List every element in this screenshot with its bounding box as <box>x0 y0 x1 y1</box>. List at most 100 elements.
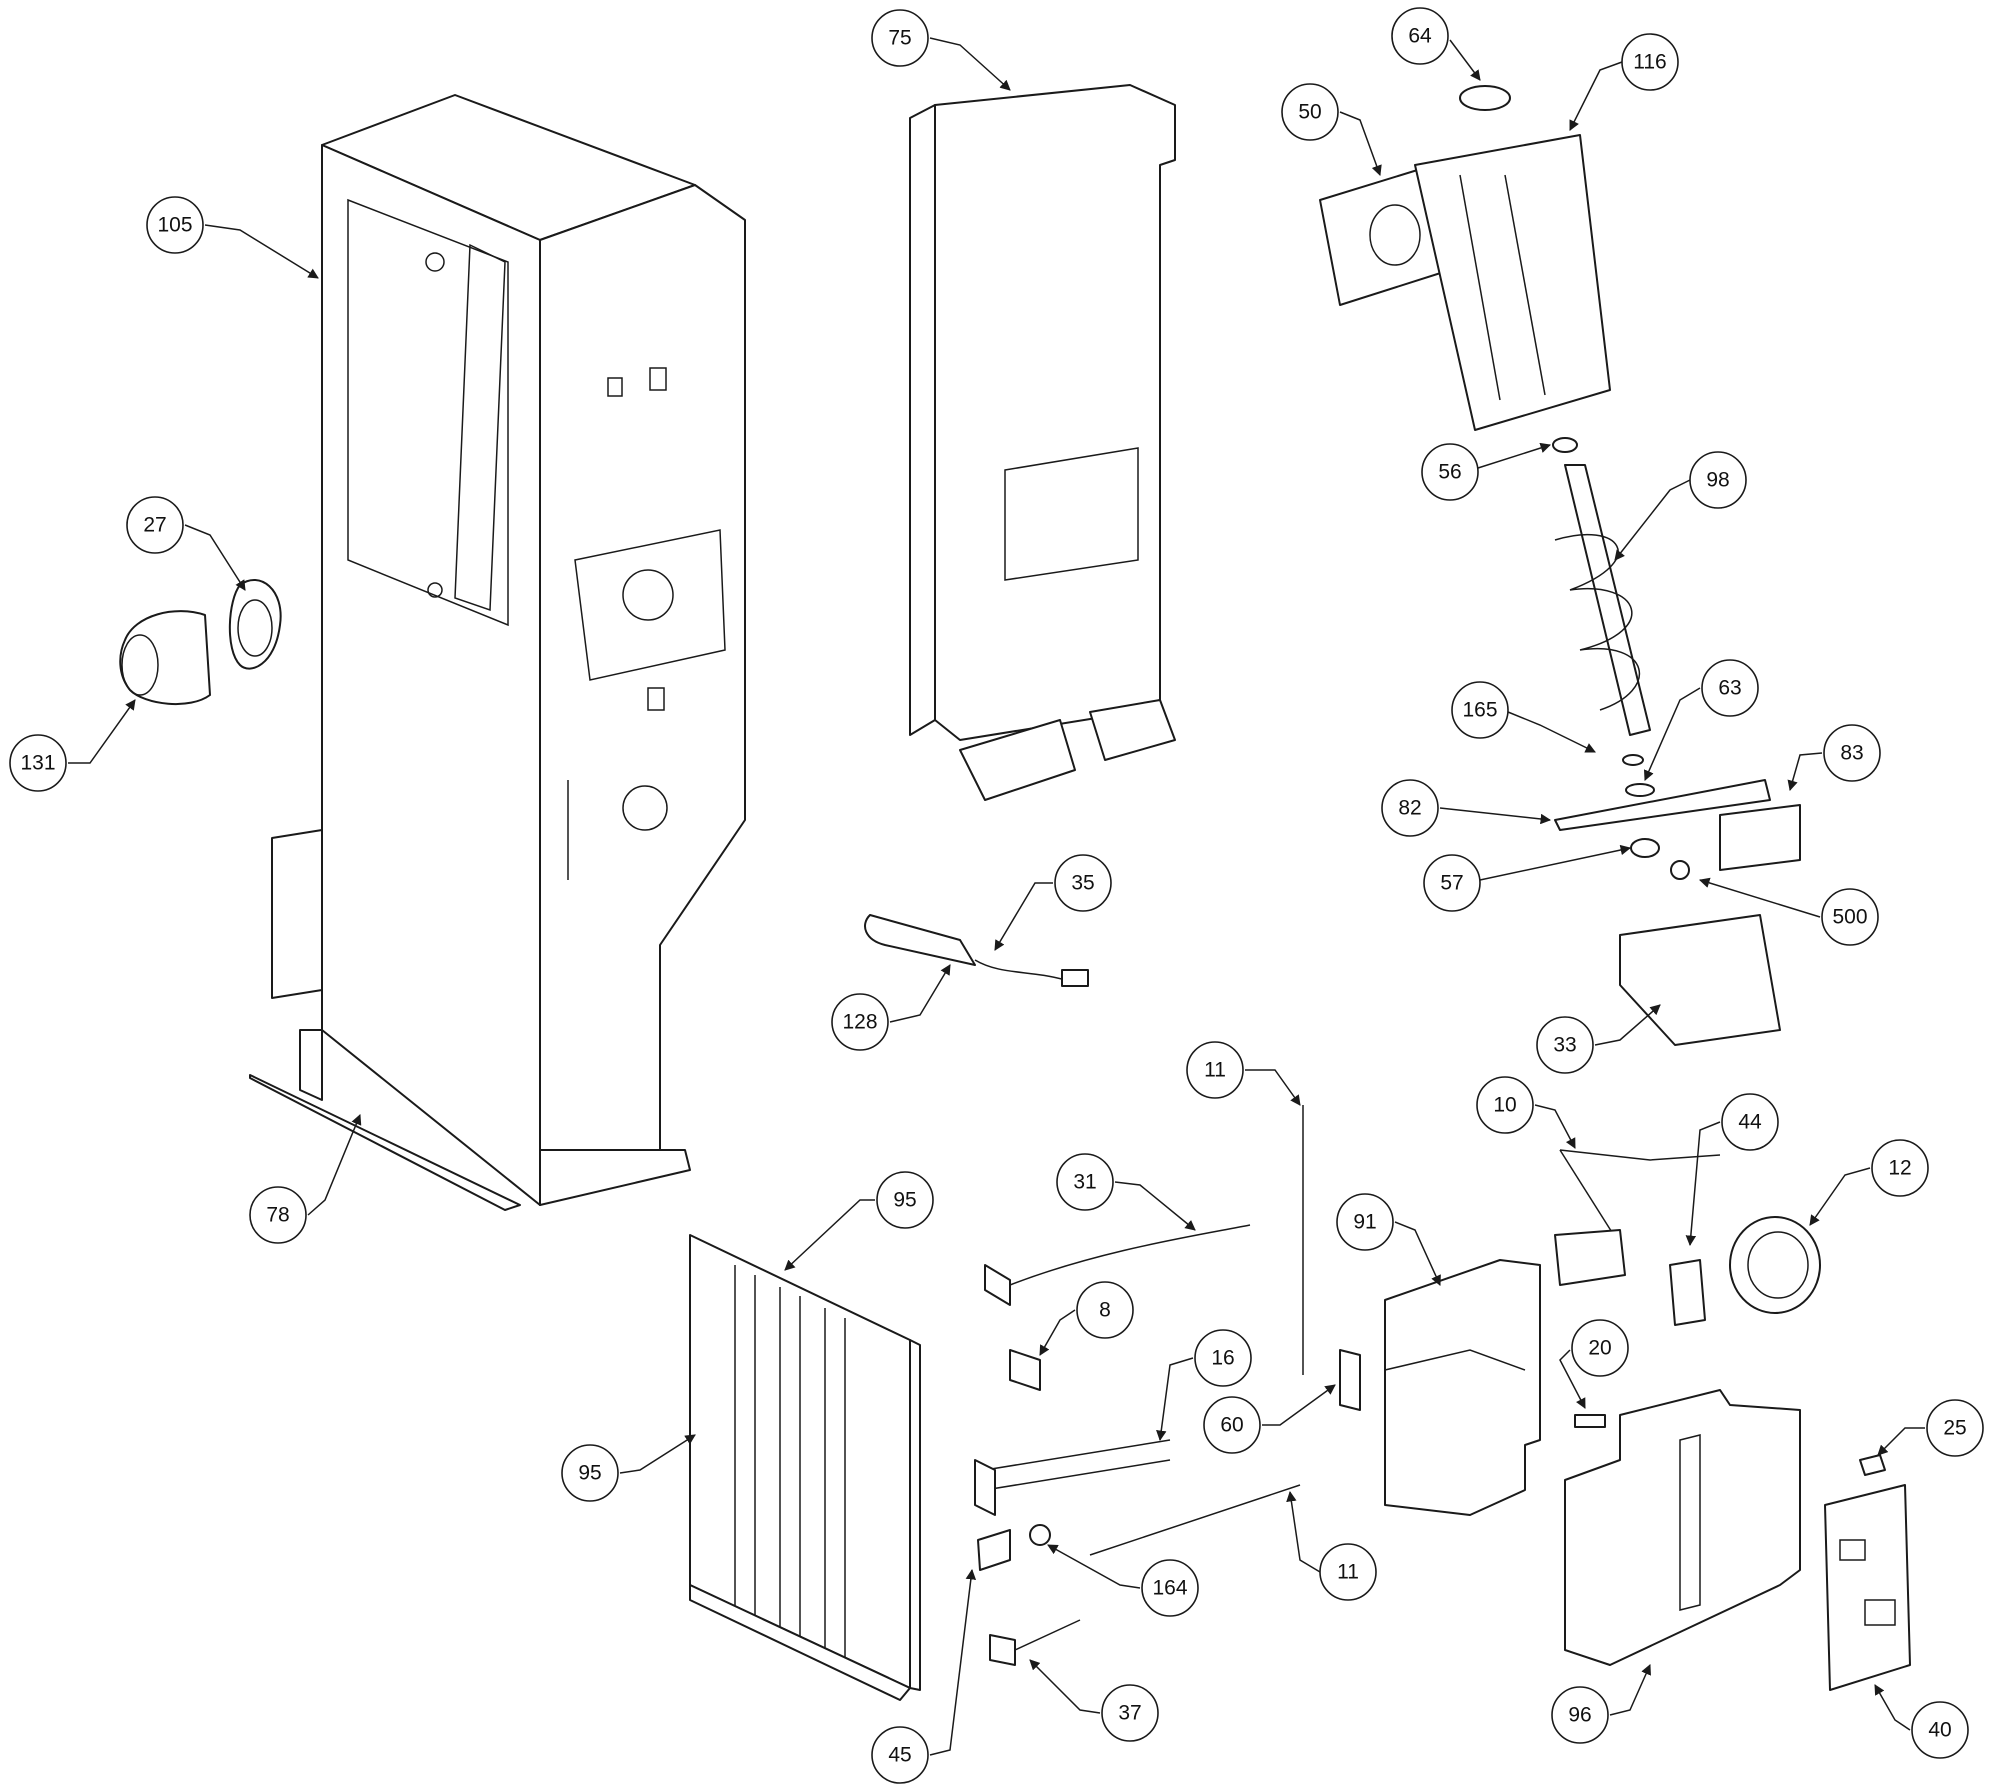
louver-panel <box>689 1234 921 1701</box>
callout-c63: 63 <box>1643 659 1759 781</box>
callout-circle <box>1054 854 1112 912</box>
callout-c95b: 95 <box>561 1434 696 1502</box>
leader-line <box>929 37 1011 91</box>
floor-strip <box>249 1074 521 1211</box>
callout-circle <box>1451 681 1509 739</box>
callout-c44: 44 <box>1685 1093 1779 1247</box>
callout-c11a: 11 <box>1186 1041 1301 1106</box>
leader-line <box>184 524 246 591</box>
callout-number: 50 <box>1298 101 1321 124</box>
callout-circle <box>146 196 204 254</box>
leader-line <box>1394 1221 1441 1286</box>
callout-number: 11 <box>1337 1561 1359 1584</box>
callout-circle <box>1551 1686 1609 1744</box>
callout-c500: 500 <box>1698 877 1879 946</box>
callout-circle <box>1391 7 1449 65</box>
control-board-assembly <box>1564 1389 1911 1691</box>
callout-number: 56 <box>1438 461 1461 484</box>
callout-c95a: 95 <box>784 1171 934 1271</box>
callout-c50: 50 <box>1281 83 1382 176</box>
leader-line <box>784 1199 875 1271</box>
callout-circle <box>1821 888 1879 946</box>
leader-line <box>1339 111 1382 176</box>
callout-circle <box>1871 1139 1929 1197</box>
callout-circle <box>1721 1093 1779 1151</box>
callout-c96: 96 <box>1551 1664 1651 1744</box>
callout-circle <box>1194 1329 1252 1387</box>
igniter-assembly <box>864 914 1089 987</box>
switch-and-harness-parts <box>974 1105 1361 1666</box>
callout-circle <box>1076 1281 1134 1339</box>
access-panel <box>909 84 1176 801</box>
callout-c12: 12 <box>1809 1139 1929 1226</box>
callout-c78: 78 <box>249 1114 362 1244</box>
callout-c37: 37 <box>1029 1659 1159 1742</box>
callout-number: 165 <box>1462 699 1497 722</box>
callout-circle <box>1281 83 1339 141</box>
callout-c98: 98 <box>1614 451 1747 561</box>
callout-c11b: 11 <box>1286 1490 1377 1601</box>
callout-number: 64 <box>1408 25 1432 48</box>
callout-number: 8 <box>1099 1299 1111 1322</box>
leader-line <box>1809 1167 1871 1226</box>
callout-circle <box>1319 1543 1377 1601</box>
callout-circle <box>871 9 929 67</box>
leader-line <box>1245 1069 1301 1106</box>
callout-circle <box>1621 33 1679 91</box>
leader-line <box>1449 39 1481 81</box>
callout-number: 33 <box>1553 1034 1576 1057</box>
leader-line <box>619 1434 696 1474</box>
callout-circle <box>1536 1016 1594 1074</box>
callout-number: 164 <box>1152 1577 1187 1600</box>
leader-line <box>1594 1004 1661 1046</box>
callout-circle <box>1186 1041 1244 1099</box>
callout-number: 12 <box>1888 1157 1911 1180</box>
callout-c82: 82 <box>1381 779 1552 837</box>
leader-line <box>1874 1684 1911 1731</box>
callout-number: 35 <box>1071 872 1094 895</box>
callout-c64: 64 <box>1391 7 1481 81</box>
callout-c165: 165 <box>1451 681 1596 753</box>
leader-line <box>1569 61 1623 131</box>
callout-number: 83 <box>1840 742 1863 765</box>
callout-number: 40 <box>1928 1719 1951 1742</box>
leader-line <box>994 882 1053 951</box>
callout-c16: 16 <box>1156 1329 1252 1442</box>
callout-number: 105 <box>157 214 192 237</box>
leader-line <box>1029 1659 1101 1714</box>
leader-line <box>1114 1181 1196 1231</box>
callout-c45: 45 <box>871 1568 977 1784</box>
callout-c128: 128 <box>831 964 951 1051</box>
auger-assembly <box>1319 85 1801 1046</box>
callout-number: 37 <box>1118 1702 1141 1725</box>
callout-number: 128 <box>842 1011 877 1034</box>
callout-c91: 91 <box>1336 1193 1441 1286</box>
callout-circle <box>1336 1193 1394 1251</box>
callout-number: 78 <box>266 1204 289 1227</box>
callout-number: 95 <box>893 1189 916 1212</box>
callout-number: 60 <box>1220 1414 1243 1437</box>
leader-line <box>204 224 319 279</box>
leader-line <box>1507 711 1596 753</box>
callout-number: 91 <box>1353 1211 1376 1234</box>
leader-line <box>889 964 951 1023</box>
leader-line <box>1787 752 1823 792</box>
callout-circle <box>126 496 184 554</box>
callout-number: 131 <box>20 752 55 775</box>
callout-number: 20 <box>1588 1337 1611 1360</box>
callout-circle <box>1823 724 1881 782</box>
leader-line <box>1479 844 1632 881</box>
leader-line <box>1156 1357 1194 1442</box>
callout-number: 75 <box>888 27 911 50</box>
leader-line <box>1439 807 1552 825</box>
callout-circle <box>1101 1684 1159 1742</box>
callout-c131: 131 <box>9 699 136 792</box>
callout-c25: 25 <box>1877 1399 1984 1457</box>
leader-line <box>1685 1121 1721 1247</box>
callout-c31: 31 <box>1056 1153 1196 1231</box>
callout-c20: 20 <box>1559 1319 1629 1409</box>
callout-number: 116 <box>1633 51 1666 74</box>
control-box <box>1384 1259 1541 1516</box>
callout-circle <box>1926 1399 1984 1457</box>
